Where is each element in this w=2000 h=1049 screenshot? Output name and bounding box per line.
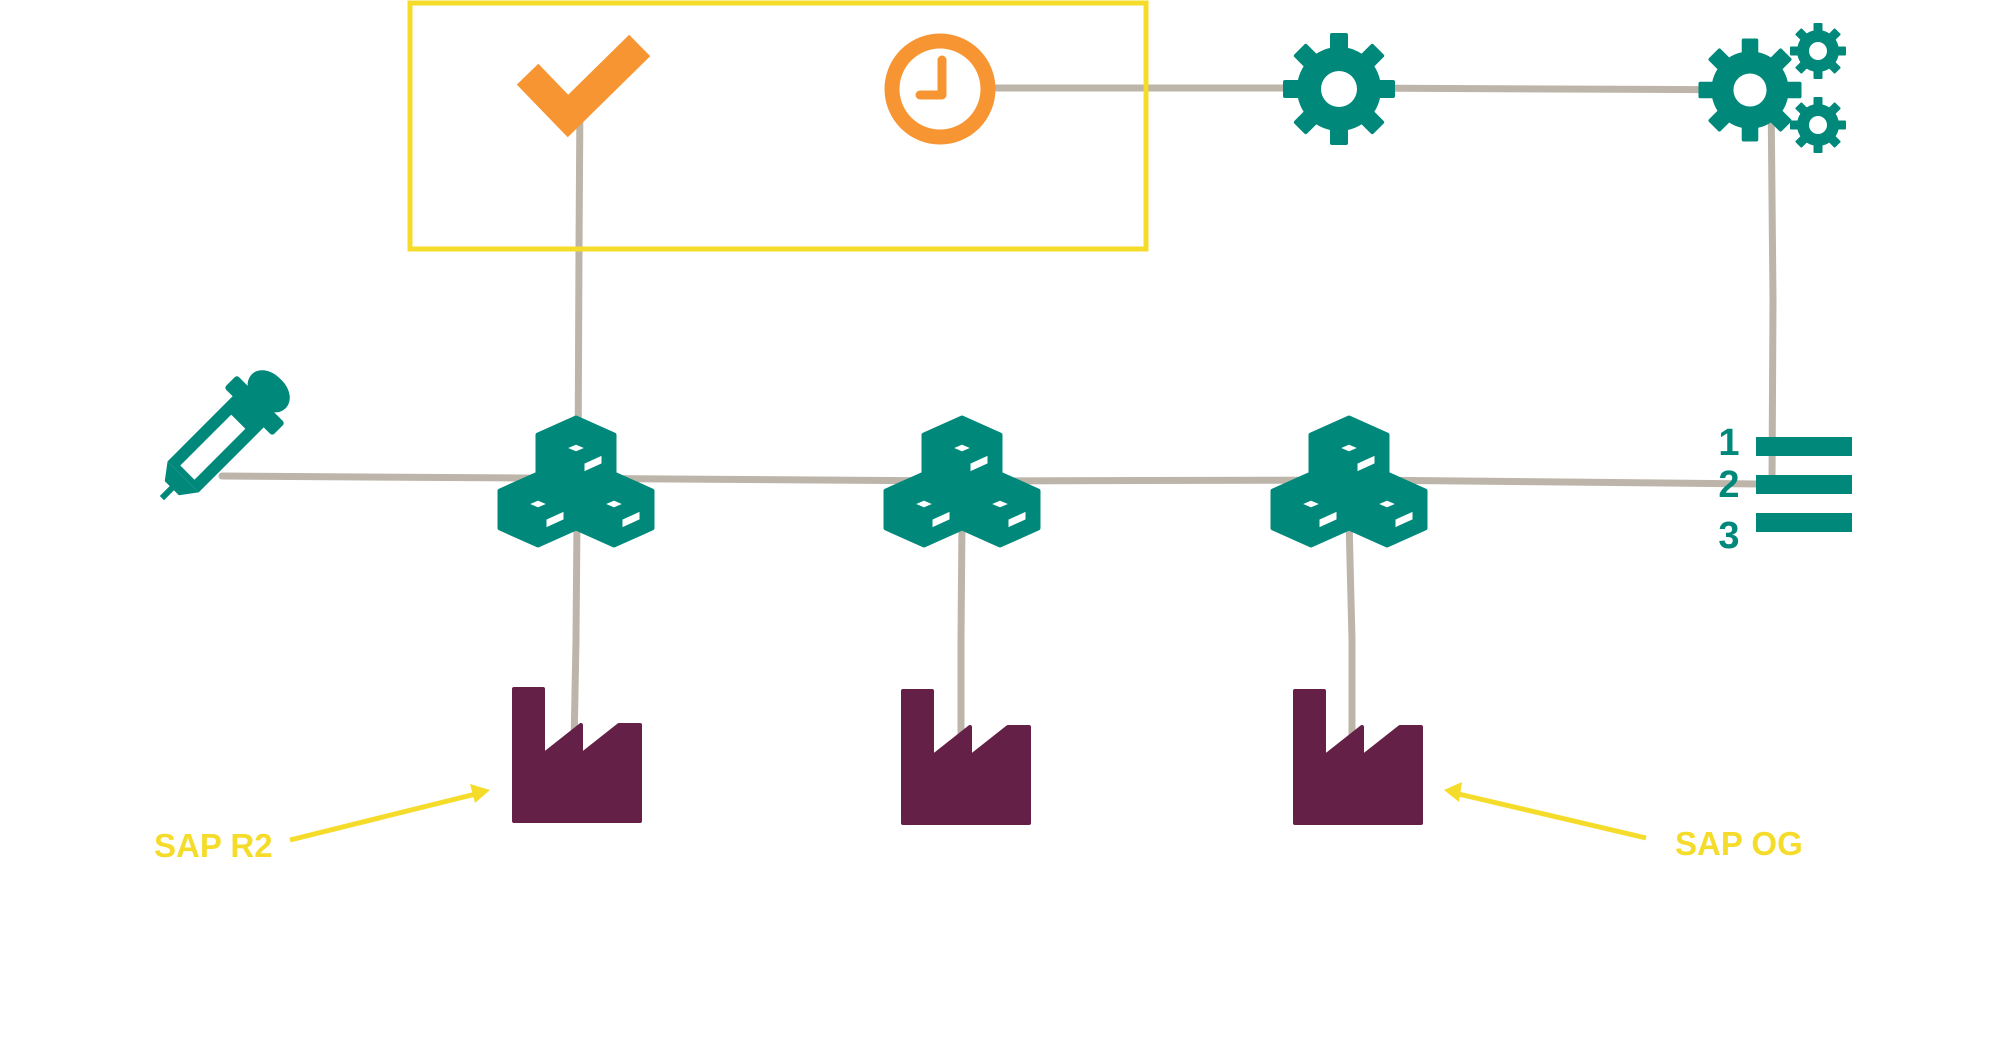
annotation-left-arrow: [289, 784, 490, 843]
connector-right-vertical: [1767, 88, 1777, 488]
cubes-icon: [1273, 418, 1425, 545]
list-number-1: 1: [1718, 422, 1739, 464]
check-icon: [516, 34, 651, 138]
node-cubes-3: [1273, 418, 1425, 545]
connector-lines: [218, 84, 1784, 749]
annotation-right-arrow: [1444, 782, 1647, 841]
clock-icon: [884, 33, 996, 145]
node-numbered-list: 1 2 3: [1718, 422, 1852, 557]
factory-icon: [901, 689, 1031, 825]
connector-cubes2-to-factory: [957, 516, 966, 749]
gear-icon: [1283, 33, 1395, 145]
list-number-3: 3: [1718, 515, 1739, 557]
annotation-right-label: SAP OG: [1675, 825, 1803, 862]
cubes-icon: [886, 418, 1038, 545]
connector-cubes3-to-factory: [1345, 516, 1356, 749]
node-clock: [884, 33, 996, 145]
node-factory-2: [901, 689, 1031, 825]
node-cubes-1: [500, 418, 652, 545]
factory-icon: [1293, 689, 1423, 825]
annotation-right: SAP OG: [1444, 782, 1803, 862]
annotation-left-label: SAP R2: [154, 827, 273, 864]
annotation-left: SAP R2: [154, 784, 490, 864]
cubes-icon: [500, 418, 652, 545]
eyedropper-icon: [159, 370, 290, 501]
node-gear: [1283, 33, 1395, 145]
node-check: [516, 34, 651, 138]
list-number-2: 2: [1718, 464, 1739, 506]
connector-cubes1-to-factory: [570, 516, 581, 749]
node-factory-3: [1293, 689, 1423, 825]
numbered-list-icon: 1 2 3: [1718, 422, 1852, 557]
node-cubes-2: [886, 418, 1038, 545]
highlight-box: [407, 0, 1149, 252]
node-dropper: [159, 370, 290, 501]
